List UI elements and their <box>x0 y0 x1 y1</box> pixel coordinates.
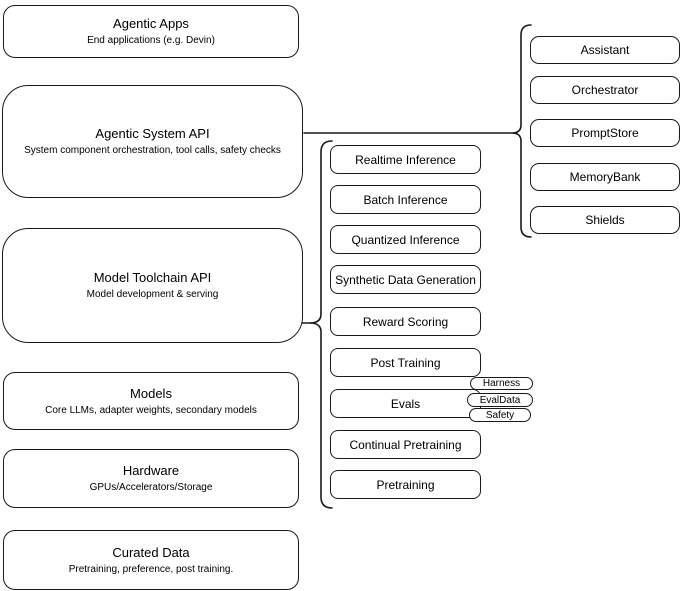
agentic-system-api-subtitle: System component orchestration, tool cal… <box>24 145 281 156</box>
toolchain-brace <box>309 140 333 509</box>
evals-tag-harness: Harness <box>470 377 533 390</box>
agentic-apps-box: Agentic Apps End applications (e.g. Devi… <box>3 5 299 58</box>
toolchain-item-realtime-inference: Realtime Inference <box>330 145 481 174</box>
model-toolchain-api-box: Model Toolchain API Model development & … <box>2 228 303 343</box>
system-item-assistant: Assistant <box>530 36 680 64</box>
agentic-apps-subtitle: End applications (e.g. Devin) <box>87 35 215 46</box>
models-box: Models Core LLMs, adapter weights, secon… <box>3 372 299 430</box>
system-item-shields: Shields <box>530 206 680 234</box>
toolchain-item-synthetic-data-generation: Synthetic Data Generation <box>330 265 481 294</box>
hardware-box: Hardware GPUs/Accelerators/Storage <box>3 449 299 508</box>
hardware-title: Hardware <box>122 463 180 478</box>
toolchain-item-quantized-inference: Quantized Inference <box>330 225 481 254</box>
toolchain-item-batch-inference: Batch Inference <box>330 185 481 214</box>
curated-data-box: Curated Data Pretraining, preference, po… <box>3 530 299 590</box>
evals-tag-evaldata: EvalData <box>467 393 533 407</box>
models-subtitle: Core LLMs, adapter weights, secondary mo… <box>45 404 257 416</box>
evals-tag-safety: Safety <box>469 408 531 422</box>
agentic-system-api-title: Agentic System API <box>95 126 210 141</box>
system-item-memorybank: MemoryBank <box>530 163 680 191</box>
curated-data-title: Curated Data <box>112 544 190 560</box>
model-toolchain-api-subtitle: Model development & serving <box>86 289 219 300</box>
toolchain-item-evals: Evals <box>330 389 481 418</box>
models-title: Models <box>130 385 172 401</box>
agentic-apps-title: Agentic Apps <box>113 16 189 31</box>
curated-data-subtitle: Pretraining, preference, post training. <box>68 563 234 575</box>
toolchain-item-post-training: Post Training <box>330 348 481 377</box>
toolchain-item-reward-scoring: Reward Scoring <box>330 307 481 336</box>
agentic-system-api-box: Agentic System API System component orch… <box>2 85 303 198</box>
system-item-orchestrator: Orchestrator <box>530 76 680 104</box>
system-brace <box>511 24 532 238</box>
toolchain-item-pretraining: Pretraining <box>330 470 481 499</box>
model-toolchain-api-title: Model Toolchain API <box>93 270 212 285</box>
hardware-subtitle: GPUs/Accelerators/Storage <box>89 482 213 493</box>
toolchain-item-continual-pretraining: Continual Pretraining <box>330 430 481 459</box>
system-item-promptstore: PromptStore <box>530 119 680 147</box>
